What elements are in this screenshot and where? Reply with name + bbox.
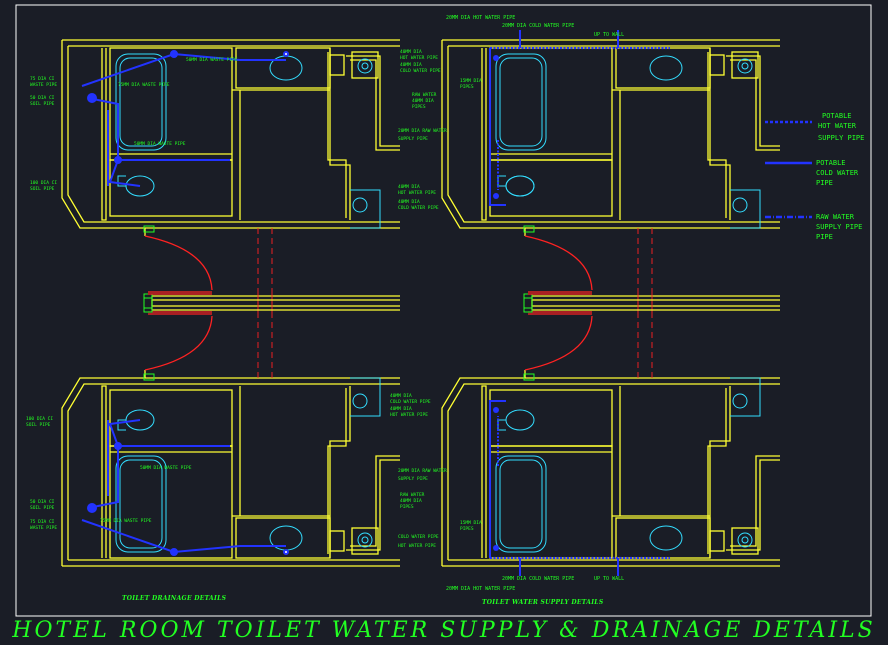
label-s4-b: HOT WATER PIPE	[398, 190, 436, 196]
drainage-labels: 75 DIA CI WASTE PIPE 50 DIA CI SOIL PIPE…	[26, 57, 238, 531]
label-d7-b: SOIL PIPE	[26, 422, 51, 428]
label-d8-a: 50 DIA CI	[30, 499, 55, 505]
label-s1-d: COLD WATER PIPE	[400, 68, 441, 74]
label-s7-a: 20MM DIA RAW WATER	[398, 468, 447, 474]
label-d9-a: 75 DIA CI	[30, 519, 55, 525]
caption-drainage: TOILET DRAINAGE DETAILS	[122, 595, 227, 602]
label-s5-b: PIPES	[460, 84, 474, 90]
legend-cold-line2: COLD WATER	[816, 169, 859, 177]
label-d3-a: 100 DIA CI	[30, 180, 57, 186]
label-s4-a: 40MM DIA	[398, 184, 420, 190]
label-s9-b: HOT WATER PIPE	[398, 543, 436, 549]
label-s3-b: SUPPLY PIPE	[398, 136, 428, 142]
legend-hot-line2: HOT WATER	[818, 122, 857, 130]
legend-hot-line1: POTABLE	[822, 112, 852, 120]
supply-top-module	[441, 28, 781, 313]
label-s7-b: SUPPLY PIPE	[398, 476, 428, 482]
label-s8-c: PIPES	[400, 504, 414, 510]
legend-raw-line3: PIPE	[816, 233, 833, 241]
label-s1-c: 40MM DIA	[400, 62, 422, 68]
label-d5: 50MM DIA WASTE PIPE	[134, 141, 186, 147]
label-d10: 50MM DIA WASTE PIPE	[140, 465, 192, 471]
label-top-cold-pipe: 20MM DIA COLD WATER PIPE	[502, 23, 574, 29]
label-s2-b: 40MM DIA	[412, 98, 434, 104]
label-d11: 75MM DIA WASTE PIPE	[100, 518, 152, 524]
label-s9-a: COLD WATER PIPE	[398, 534, 439, 540]
legend-raw-line2: SUPPLY PIPE	[816, 223, 862, 231]
label-s2-c: PIPES	[412, 104, 426, 110]
label-s4-c: 40MM DIA	[398, 199, 420, 205]
drainage-bottom-module	[61, 293, 401, 567]
label-d4: 50MM DIA WASTE PIPE	[186, 57, 238, 63]
legend: POTABLE HOT WATER SUPPLY PIPE POTABLE CO…	[765, 112, 864, 241]
label-s10-a: 15MM DIA	[460, 520, 482, 526]
label-s3-a: 20MM DIA RAW WATER	[398, 128, 447, 134]
label-s8-a: RAW WATER	[400, 492, 425, 498]
supply-bottom-module	[441, 293, 781, 578]
label-s8-b: 40MM DIA	[400, 498, 422, 504]
label-d1-b: WASTE PIPE	[30, 82, 57, 88]
label-top-hot-pipe: 20MM DIA HOT WATER PIPE	[446, 15, 515, 21]
label-d9-b: WASTE PIPE	[30, 525, 57, 531]
label-d2-b: SOIL PIPE	[30, 101, 55, 107]
label-up-to-wall-bottom: UP TO WALL	[594, 576, 624, 582]
label-d6: 75MM DIA WASTE PIPE	[118, 82, 170, 88]
label-s10-b: PIPES	[460, 526, 474, 532]
label-s6-d: HOT WATER PIPE	[390, 412, 428, 418]
drawing-frame	[15, 4, 872, 617]
supply-labels: 40MM DIA HOT WATER PIPE 40MM DIA COLD WA…	[390, 49, 482, 549]
caption-supply: TOILET WATER SUPPLY DETAILS	[482, 599, 604, 606]
label-s4-d: COLD WATER PIPE	[398, 205, 439, 211]
label-d8-b: SOIL PIPE	[30, 505, 55, 511]
label-s5-a: 15MM DIA	[460, 78, 482, 84]
legend-cold-line1: POTABLE	[816, 159, 846, 167]
label-d1-a: 75 DIA CI	[30, 76, 55, 82]
legend-raw-line1: RAW WATER	[816, 213, 855, 221]
wash-basin-fixture	[505, 175, 535, 197]
legend-hot-line3: SUPPLY PIPE	[818, 134, 864, 142]
label-s6-c: 40MM DIA	[390, 406, 412, 412]
label-s2-a: RAW WATER	[412, 92, 437, 98]
label-s1-b: HOT WATER PIPE	[400, 55, 438, 61]
legend-cold-line3: PIPE	[816, 179, 833, 187]
label-d3-b: SOIL PIPE	[30, 186, 55, 192]
label-s6-b: COLD WATER PIPE	[390, 399, 431, 405]
label-bottom-hot-pipe: 20MM DIA HOT WATER PIPE	[446, 586, 515, 592]
label-s1-a: 40MM DIA	[400, 49, 422, 55]
label-d2-a: 50 DIA CI	[30, 95, 55, 101]
page-title: HOTEL ROOM TOILET WATER SUPPLY & DRAINAG…	[12, 618, 876, 643]
label-d7-a: 100 DIA CI	[26, 416, 53, 422]
drainage-top-module	[61, 39, 401, 313]
label-s6-a: 40MM DIA	[390, 393, 412, 399]
label-up-to-wall-top: UP TO WALL	[594, 32, 624, 38]
label-bottom-cold-pipe: 20MM DIA COLD WATER PIPE	[502, 576, 574, 582]
